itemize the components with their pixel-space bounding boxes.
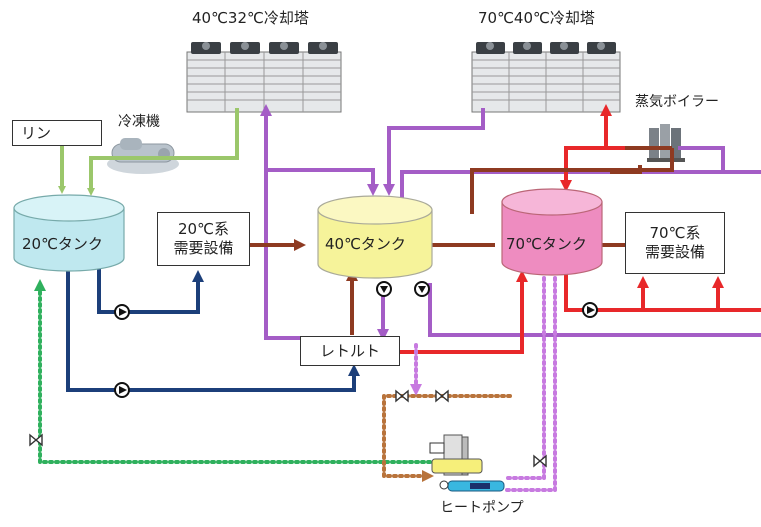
tank-20-shape: [13, 194, 125, 272]
boiler-icon: [647, 124, 685, 162]
red-pipes: [400, 104, 761, 354]
chiller-label: 冷凍機: [118, 114, 160, 130]
heat-pump-icon: [429, 434, 505, 492]
tank-20-label: 20℃タンク: [22, 235, 103, 253]
demand-20-box: 20℃系 需要設備: [157, 212, 250, 266]
cooling-tower-right-label: 70℃40℃冷却塔: [478, 9, 595, 27]
dotted-pipes: [34, 276, 557, 492]
demand-70-box: 70℃系 需要設備: [625, 212, 725, 274]
pump-icon: [414, 281, 430, 297]
brown-pipes: [250, 146, 674, 335]
steam-boiler-label: 蒸気ボイラー: [635, 94, 719, 110]
rin-box: リン: [12, 120, 102, 146]
pump-icon: [376, 281, 392, 297]
pump-icon: [114, 382, 130, 398]
pump-icon: [114, 304, 130, 320]
cooling-tower-right-icon: [471, 42, 621, 113]
cooling-tower-left-icon: [186, 42, 342, 113]
tank-70-label: 70℃タンク: [506, 235, 587, 253]
tank-40-shape: [317, 195, 433, 279]
heat-pump-label: ヒートポンプ: [440, 500, 524, 516]
tank-40-label: 40℃タンク: [325, 235, 406, 253]
navy-pipes: [66, 262, 360, 392]
retort-box: レトルト: [300, 336, 400, 366]
valve-icon: [29, 389, 547, 468]
pump-icon: [582, 302, 598, 318]
green-pipes: [58, 108, 239, 196]
cooling-tower-left-label: 40℃32℃冷却塔: [192, 9, 309, 27]
tank-70-shape: [501, 188, 603, 276]
